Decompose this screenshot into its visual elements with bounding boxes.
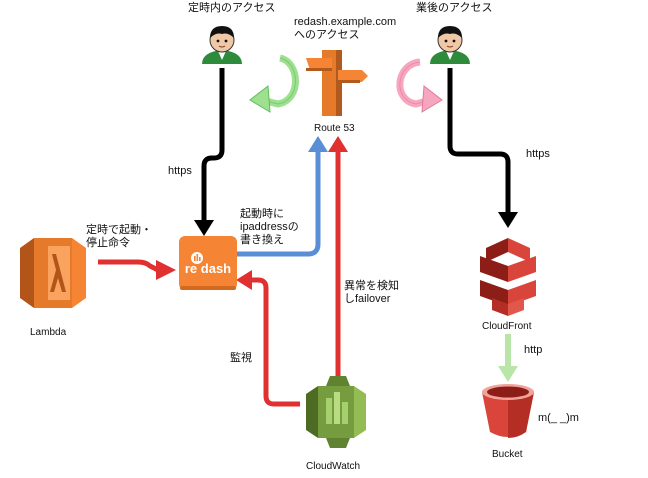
lambda-icon [20,238,86,308]
monitor-label: 監視 [230,352,252,364]
s3-bucket-icon [482,384,534,438]
monitor-arrow [236,270,300,407]
lambda-label: Lambda [30,327,67,338]
cloudfront-icon [480,238,536,316]
redash-icon [179,236,237,290]
https-left-arrow [194,68,225,236]
https-right-arrow [447,68,518,228]
ip-update-label-line1: 起動時に [240,208,284,220]
failover-label-line1: 異常を検知 [344,280,399,292]
pink-curl-arrow [396,58,443,113]
cloudfront-label: CloudFront [482,321,532,332]
right-user-label: 業後のアクセス [416,2,493,14]
bucket-label: Bucket [492,449,523,460]
ip-update-arrow [236,136,328,257]
route53-label: Route 53 [314,123,355,134]
redash-logo-text: re dash [184,261,232,276]
failover-label-line2: しfailover [344,293,391,305]
person-icon [430,26,470,64]
schedule-arrow [98,259,176,280]
route53-icon [306,50,368,116]
ip-update-label-line2: ipaddressの [240,221,299,233]
https-right-label: https [526,148,550,160]
left-user-label: 定時内のアクセス [188,2,276,14]
http-label: http [524,344,543,356]
schedule-label-line2: 停止命令 [86,237,130,249]
cloudwatch-label: CloudWatch [306,461,361,472]
cloudwatch-icon [306,376,366,448]
dns-label-line1: redash.example.com [294,16,397,28]
schedule-label-line1: 定時で起動・ [86,224,152,236]
dns-label-line2: へのアクセス [294,29,360,41]
failover-arrow [328,136,348,382]
https-left-label: https [168,165,192,177]
ip-update-label-line3: 書き換え [240,234,284,246]
emoticon-label: m(_ _)m [538,412,579,424]
person-icon [202,26,242,64]
green-curl-arrow [249,54,299,113]
http-arrow [498,334,518,382]
